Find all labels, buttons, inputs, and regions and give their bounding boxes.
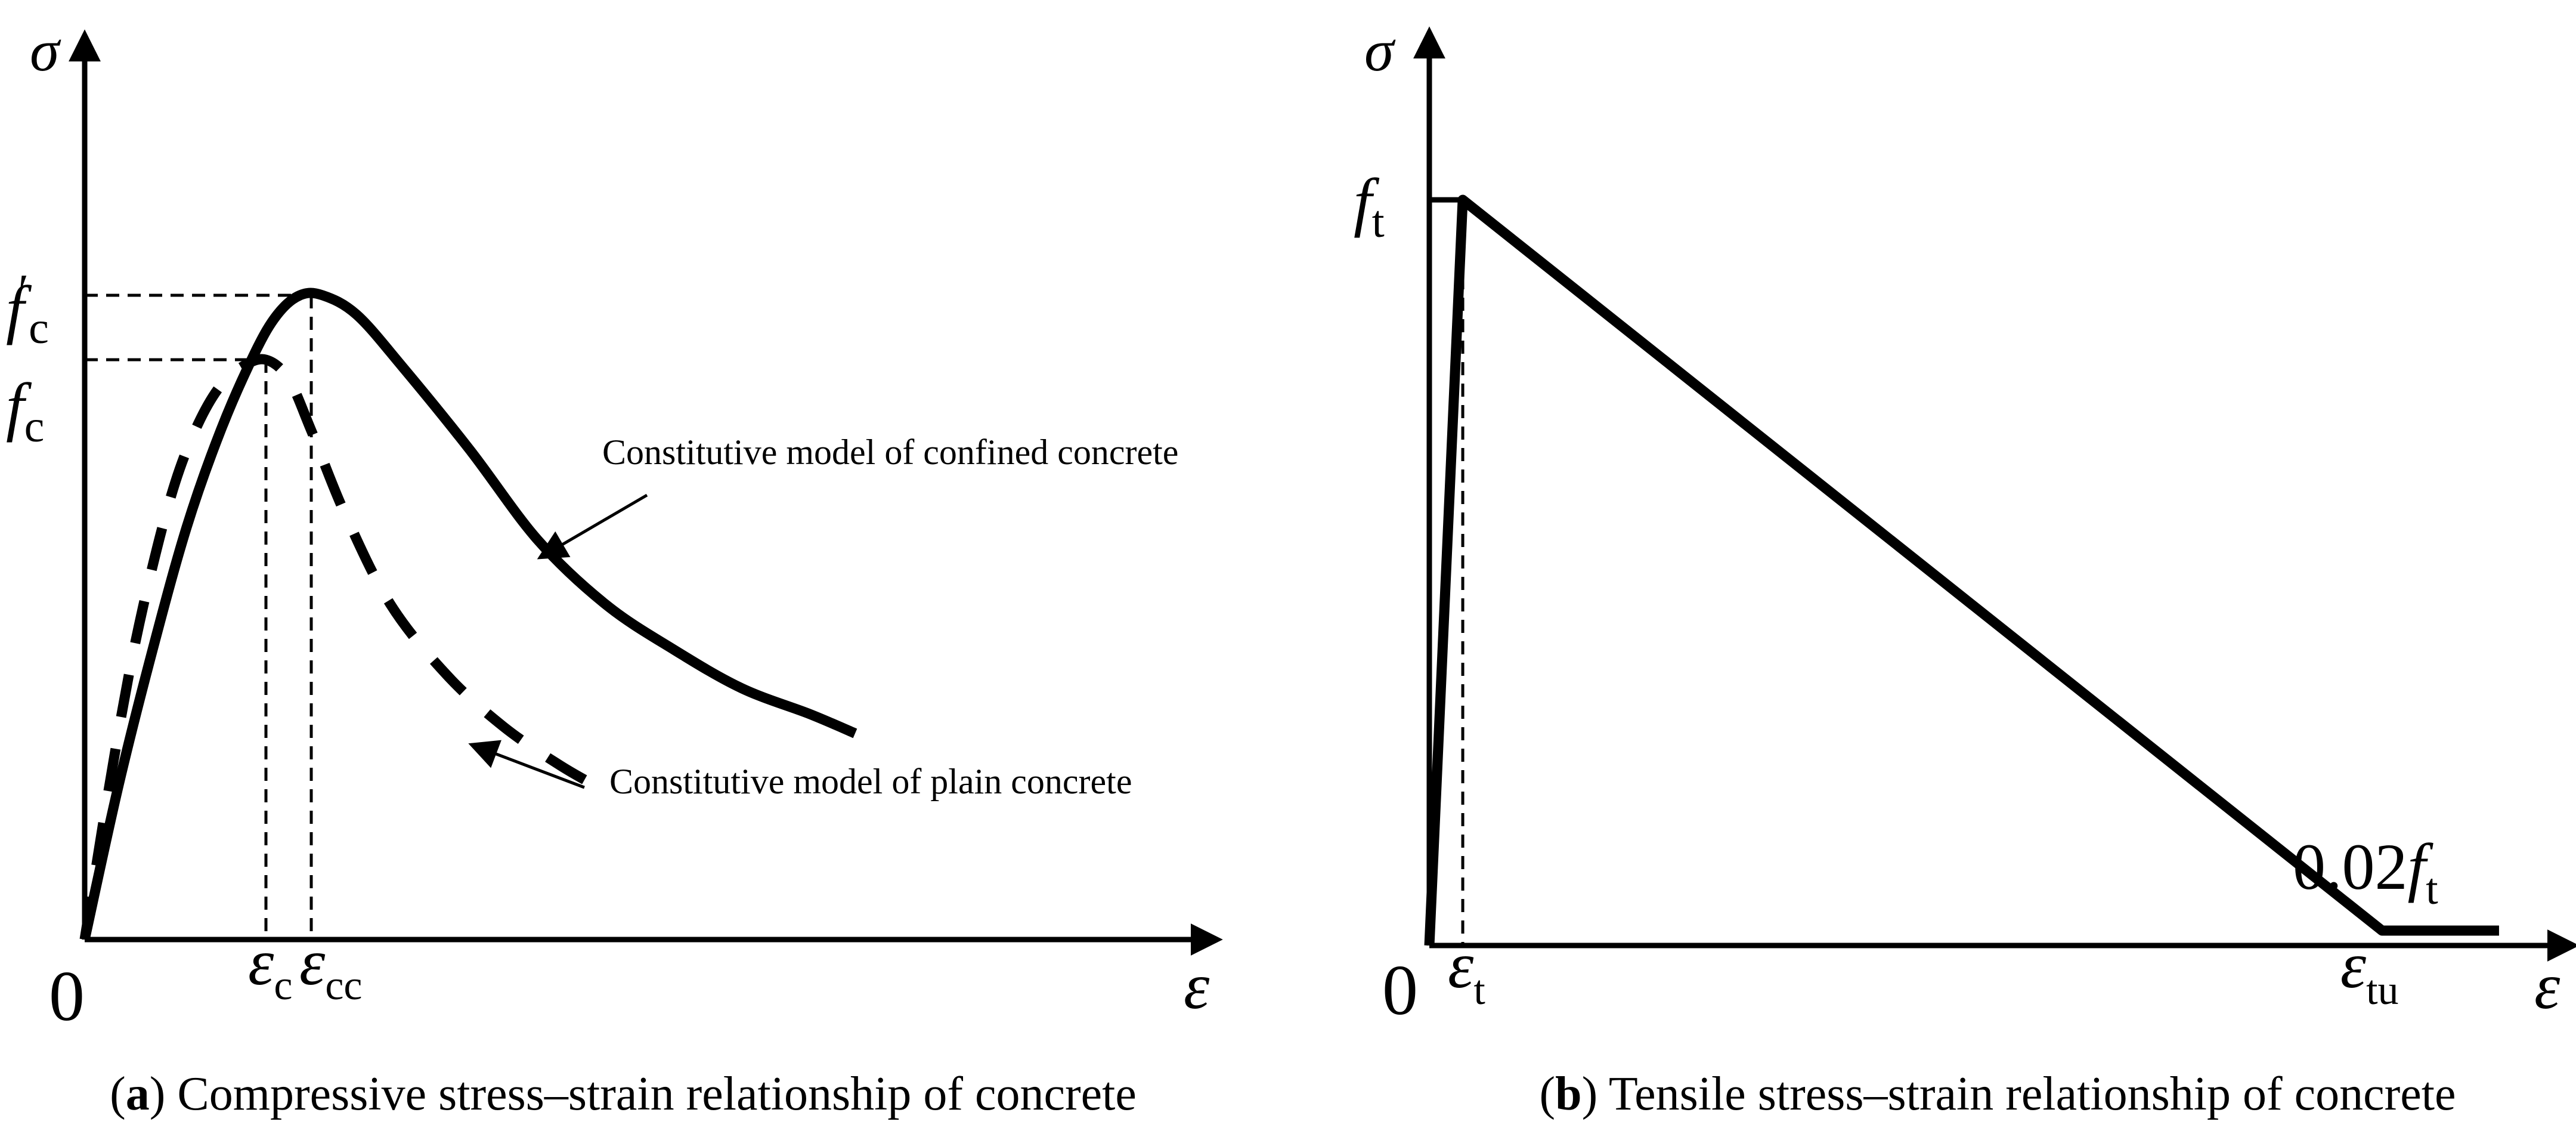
panel-a-caption-text: Compressive stress–strain relationship o… (177, 1068, 1136, 1120)
panel-a-y-axis-symbol: σ (30, 17, 61, 84)
panel-a-caption: (a) Compressive stress–strain relationsh… (110, 1068, 1137, 1120)
panel-b-x-tick-label: εt (1448, 929, 1485, 1014)
panel-b-y-tick-label: ft (1354, 165, 1385, 247)
panel-b-origin-label: 0 (1382, 950, 1418, 1030)
panel-a-x-tick-label: εc (248, 926, 292, 1009)
panel-b-x-axis-symbol: ε (2534, 950, 2560, 1022)
panel-a-y-tick-labels: f′c fc (6, 265, 49, 452)
panel-b-caption-text: Tensile stress–strain relationship of co… (1609, 1068, 2456, 1120)
panel-b-y-tick-labels: ft (1354, 165, 1385, 247)
panel-a-annotation-plain-arrow (468, 740, 585, 789)
panel-b-y-axis-symbol: σ (1364, 17, 1396, 84)
panel-a-y-tick-label: f′c (6, 265, 49, 353)
panel-a-guide-lines (85, 293, 313, 940)
panel-b-x-tick-label: εtu (2340, 929, 2399, 1014)
panel-b-caption-letter: b (1555, 1068, 1582, 1120)
panel-b-tensile: σ ε 0 ft εt εtu 0.02ft (b) Tensile stress… (1354, 17, 2576, 1120)
panel-b-caption: (b) Tensile stress–strain relationship o… (1540, 1068, 2456, 1120)
panel-a-annotation-plain: Constitutive model of plain concrete (609, 762, 1132, 801)
panel-a-annotation-confined: Constitutive model of confined concrete (602, 432, 1178, 472)
panel-a-plain-concrete-curve (79, 354, 609, 941)
panel-b-series (1424, 194, 2499, 946)
panel-a-series (79, 288, 857, 941)
panel-a-x-axis-symbol: ε (1184, 950, 1210, 1022)
panel-b-x-tick-labels: εt εtu (1448, 929, 2398, 1014)
panel-a-y-tick-label: fc (6, 370, 44, 452)
panel-a-caption-letter: a (126, 1068, 150, 1120)
panel-a-annotation-confined-arrow (537, 493, 648, 560)
panel-b-tensile-curve (1424, 194, 2499, 946)
panel-a-x-tick-label: εcc (299, 926, 363, 1009)
panel-b-annotation-residual: 0.02ft (2293, 830, 2438, 914)
panel-a-origin-label: 0 (49, 956, 85, 1036)
panel-a-confined-concrete-curve (79, 288, 857, 941)
